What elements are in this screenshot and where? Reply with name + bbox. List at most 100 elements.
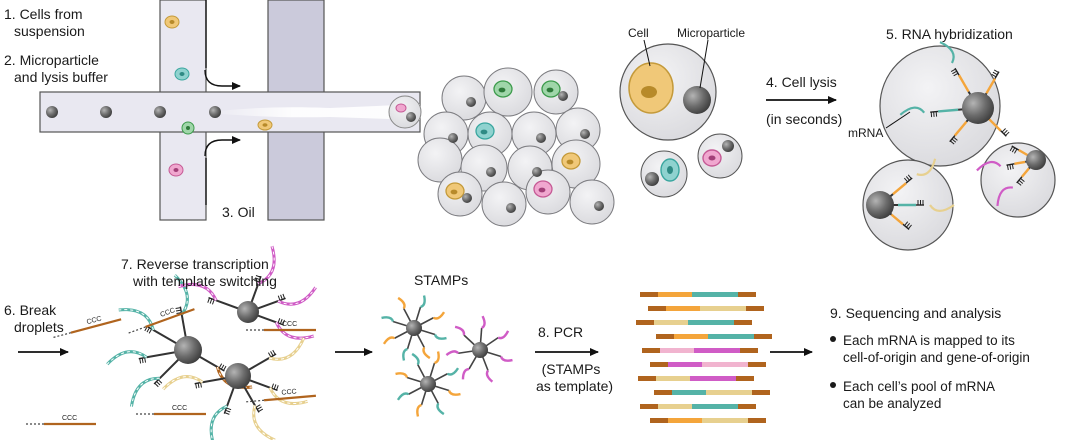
polyt-capture-site: [1009, 145, 1020, 154]
pcr-amplicon-segment: [642, 348, 660, 353]
step9-bullet-1: Each mRNA is mapped to its cell-of-origi…: [830, 332, 1030, 366]
polyt-capture-site: [949, 135, 958, 145]
barcode-segment: [985, 77, 997, 94]
cdna-strand: [411, 352, 420, 366]
pcr-amplicon-segment: [656, 334, 674, 339]
pcr-amplicon-segment: [736, 376, 754, 381]
microparticle-label: Microparticle: [677, 26, 746, 40]
microparticle-bead: [225, 363, 251, 389]
microparticle-bead: [532, 167, 542, 177]
polyt-capture-site: [1016, 176, 1025, 186]
cdna-strand: [269, 337, 305, 360]
microparticle-bead: [536, 133, 546, 143]
stamps: [381, 295, 513, 417]
cdna-strand: [277, 287, 317, 305]
pcr-amplified-library: [636, 292, 772, 423]
microparticle-bead: [580, 129, 590, 139]
cdna-strand: [178, 283, 217, 301]
pcr-amplicon-segment: [708, 334, 754, 339]
cdna-strand: [436, 402, 445, 416]
microparticle-bead: [448, 133, 458, 143]
microparticle-bead: [462, 193, 472, 203]
pcr-amplicon-segment: [668, 418, 702, 423]
barcode-segment: [892, 182, 907, 195]
step9-bullet-2: Each cell’s pool of mRNA can be analyzed: [830, 378, 995, 412]
step5-label: 5. RNA hybridization: [886, 26, 1013, 42]
barcode-segment: [938, 108, 959, 113]
mrna-strand: [268, 337, 306, 361]
cell-nucleus: [566, 159, 574, 165]
microparticle-bead: [472, 342, 488, 358]
polyt-capture-site: [217, 363, 227, 372]
microparticle-bead: [1026, 150, 1046, 170]
pcr-amplicon-segment: [654, 390, 672, 395]
polyt-capture-site: [903, 174, 913, 184]
pcr-amplicon-segment: [748, 362, 766, 367]
template-switch-oligo: CCC: [26, 415, 96, 426]
polyt-capture-site: [1000, 128, 1010, 137]
rna-hybridization-droplets: [862, 41, 1056, 251]
cdna-strand: [269, 387, 308, 405]
polyt-capture-site: [194, 381, 203, 389]
pcr-amplicon-segment: [658, 404, 692, 409]
pcr-amplicon-segment: [672, 390, 706, 395]
barcode-segment: [953, 121, 968, 137]
polyt-capture-site: [254, 404, 264, 413]
pcr-amplicon-segment: [640, 404, 658, 409]
ccc-label: CCC: [62, 415, 77, 422]
pcr-amplicon-segment: [692, 292, 738, 297]
mrna-strand: [996, 186, 1013, 207]
pcr-amplicon-segment: [738, 404, 756, 409]
pcr-amplicon-segment: [640, 292, 658, 297]
pcr-amplicon-segment: [754, 334, 772, 339]
barcode-segment: [1020, 167, 1030, 178]
microparticle-bead: [406, 320, 422, 336]
cdna-strand: [445, 350, 460, 356]
pcr-amplicon-segment: [690, 376, 736, 381]
cdna-strand: [395, 372, 409, 378]
pcr-amplicon-segment: [648, 306, 666, 311]
mrna-strand: [939, 41, 955, 64]
ccc-label: CCC: [159, 307, 176, 319]
cdna-strand: [461, 367, 470, 380]
pcr-amplicon-segment: [666, 306, 700, 311]
pcr-amplicon-segment: [674, 334, 708, 339]
microparticle-bead: [420, 376, 436, 392]
polyt-capture-site: [991, 69, 1000, 79]
droplet-zoom: [619, 39, 743, 198]
pcr-amplicon-segment: [650, 418, 668, 423]
mrna-strand: [929, 204, 955, 212]
pcr-amplicon-segment: [656, 376, 690, 381]
pcr-amplicon-segment: [694, 348, 740, 353]
cdna-strand: [434, 351, 440, 365]
polyt-capture-site: [902, 221, 912, 230]
barcode-segment: [1014, 160, 1026, 166]
cell-nucleus: [538, 187, 546, 193]
template-switch-oligo: CCC: [136, 405, 206, 416]
cdna-strand: [485, 369, 494, 383]
cdna-strand: [454, 325, 466, 336]
cdna-strand: [174, 274, 188, 315]
polyt-capture-site: [277, 293, 286, 302]
cdna-strand: [446, 367, 460, 376]
pcr-amplicon-segment: [638, 376, 656, 381]
pcr-amplicon-segment: [738, 292, 756, 297]
polyt-capture-site: [138, 356, 147, 364]
stamps-label: STAMPs: [414, 272, 469, 288]
pcr-amplicon-segment: [700, 306, 746, 311]
droplet-at-outlet: [388, 95, 422, 129]
cdna-strand: [499, 356, 513, 362]
droplet: [481, 181, 527, 227]
step9-label: 9. Sequencing and analysis: [830, 305, 1002, 321]
ccc-label: CCC: [86, 315, 102, 326]
mrna-label: mRNA: [848, 126, 884, 140]
pcr-amplicon-segment: [636, 320, 654, 325]
ccc-label: CCC: [282, 321, 297, 328]
cdna-strand: [433, 334, 447, 340]
cdna-strand: [416, 403, 422, 417]
polyt-capture-site: [950, 67, 960, 77]
